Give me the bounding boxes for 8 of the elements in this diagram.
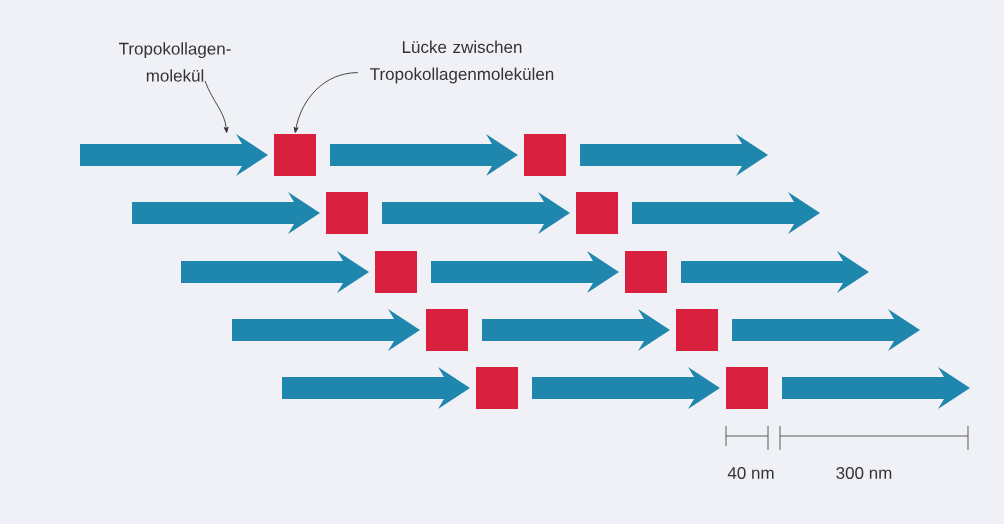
molecule-arrow [80, 134, 268, 176]
gap-square [274, 134, 316, 176]
callout-label: Lücke zwischen Tropokollagenmolekülen [370, 40, 554, 84]
leader-line [293, 72, 359, 133]
dimension-label: 300 nm [836, 466, 892, 479]
callout-label: Tropokollagen- molekül [119, 42, 231, 82]
leader-line [204, 80, 229, 133]
dimension-label: 40 nm [727, 466, 774, 479]
